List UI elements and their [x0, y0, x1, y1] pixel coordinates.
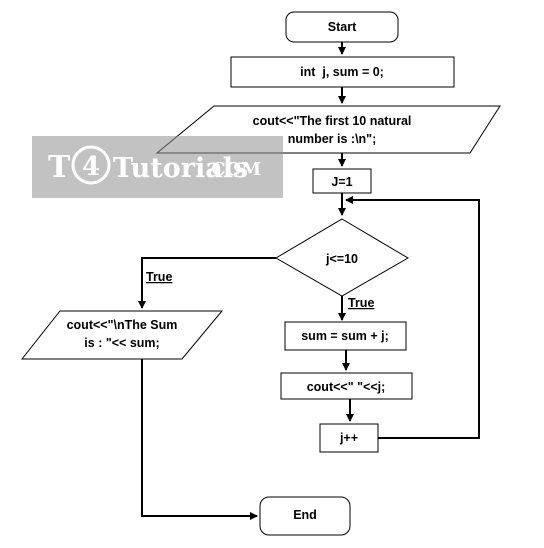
print-heading-io: cout<<"The first 10 natural number is :\… [155, 105, 501, 154]
sum-update-label: sum = sum + j; [301, 329, 389, 343]
print-j-label: cout<<" "<<j; [307, 380, 386, 394]
print-heading-line-2: number is :\n"; [288, 132, 377, 146]
print-sum-io: cout<<"\nThe Sum is : "<< sum; [20, 310, 224, 360]
assign-j-label: J=1 [331, 175, 352, 189]
increment-process: j++ [319, 423, 379, 453]
start-label: Start [328, 20, 357, 34]
watermark-suffix: .COM [205, 159, 261, 180]
edges [138, 42, 480, 520]
edge-loop-back [345, 196, 480, 439]
sum-update-process: sum = sum + j; [284, 321, 407, 351]
init-process: int j, sum = 0; [230, 56, 455, 88]
end-label: End [293, 508, 317, 522]
print-sum-line-2: is : "<< sum; [84, 336, 159, 350]
condition-label: j<=10 [325, 252, 358, 266]
increment-label: j++ [339, 431, 358, 445]
condition-true-left-label: True [146, 270, 172, 284]
condition-true-down-label: True [348, 296, 374, 310]
start-terminal: Start [285, 11, 399, 43]
watermark-circle [71, 145, 111, 185]
assign-j-process: J=1 [312, 168, 372, 194]
watermark-logo: T 4 Tutorials .COM [32, 136, 283, 198]
edge-print-sum-to-end [141, 359, 258, 520]
watermark-letter-t: T [48, 150, 71, 185]
end-terminal: End [259, 496, 351, 536]
init-label: int j, sum = 0; [300, 65, 384, 79]
watermark-brand: Tutorials [113, 153, 248, 184]
condition-decision: j<=10 [275, 218, 409, 297]
print-heading-line-1: cout<<"The first 10 natural [253, 114, 412, 128]
print-sum-line-1: cout<<"\nThe Sum [67, 318, 178, 332]
print-j-process: cout<<" "<<j; [280, 372, 413, 400]
edge-condition-to-print-sum [138, 257, 276, 309]
watermark-digit: 4 [82, 152, 100, 182]
